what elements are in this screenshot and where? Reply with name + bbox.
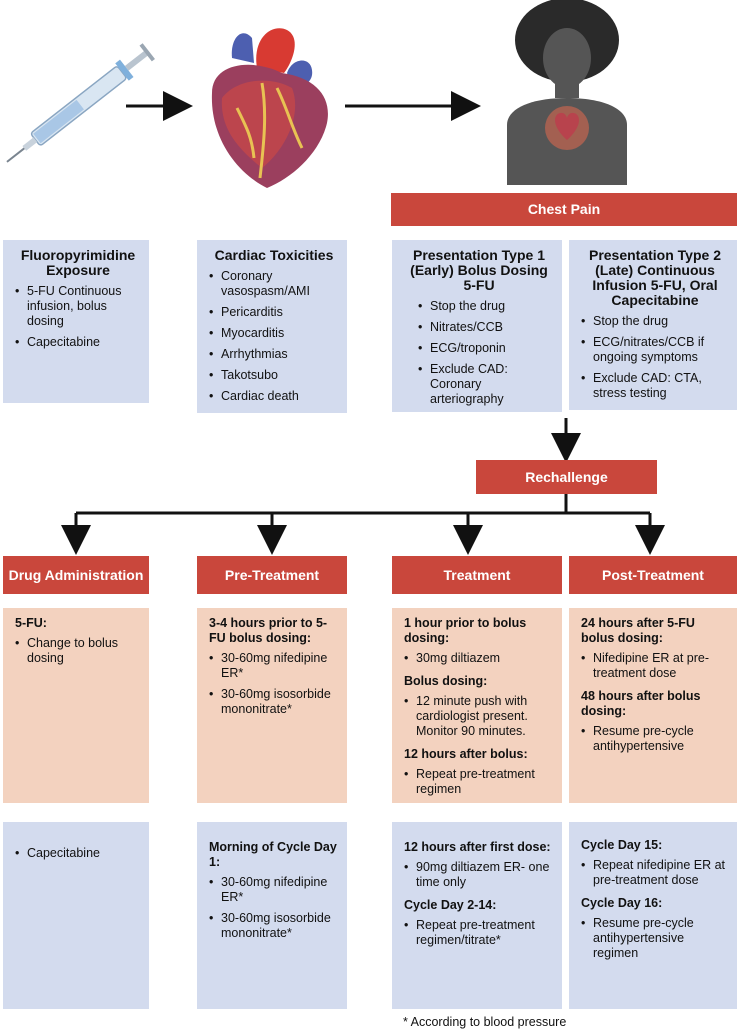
list-item: ECG/troponin	[418, 341, 554, 356]
footnote: * According to blood pressure	[403, 1015, 567, 1029]
cap-post-s1-title: Cycle Day 15:	[581, 838, 663, 852]
fu-treatment-s3-title: 12 hours after bolus:	[404, 747, 528, 761]
list-item: 30-60mg isosorbide mononitrate*	[209, 911, 339, 941]
list-item: Stop the drug	[581, 314, 729, 329]
fu-treatment-s1-title: 1 hour prior to bolus dosing:	[404, 616, 527, 645]
pre-treatment-header: Pre-Treatment	[197, 556, 347, 594]
fu-post-s1-title: 24 hours after 5-FU bolus dosing:	[581, 616, 695, 645]
exposure-box: Fluoropyrimidine Exposure 5-FU Continuou…	[3, 240, 149, 403]
fu-post-treatment-box: 24 hours after 5-FU bolus dosing: Nifedi…	[569, 608, 737, 803]
list-item: Stop the drug	[418, 299, 554, 314]
list-item: Coronary vasospasm/AMI	[209, 269, 339, 299]
list-item: 5-FU Continuous infusion, bolus dosing	[15, 284, 141, 329]
list-item: Pericarditis	[209, 305, 339, 320]
fu-treatment-s2-title: Bolus dosing:	[404, 674, 488, 688]
fu-drug-box: 5-FU: Change to bolus dosing	[3, 608, 149, 803]
list-item: ECG/nitrates/CCB if ongoing symptoms	[581, 335, 729, 365]
exposure-title: Fluoropyrimidine Exposure	[20, 247, 136, 278]
list-item: Exclude CAD: Coronary arteriography	[418, 362, 554, 407]
drug-administration-header: Drug Administration	[3, 556, 149, 594]
list-item: Capecitabine	[15, 335, 141, 350]
list-item: Nitrates/CCB	[418, 320, 554, 335]
cap-pre-title: Morning of Cycle Day 1:	[209, 840, 337, 869]
list-item: 30-60mg nifedipine ER*	[209, 875, 339, 905]
post-treatment-header: Post-Treatment	[569, 556, 737, 594]
list-item: Resume pre-cycle antihypertensive	[581, 724, 729, 754]
syringe-icon	[6, 43, 155, 163]
cap-treatment-s2-title: Cycle Day 2-14:	[404, 898, 497, 912]
heart-icon	[211, 28, 328, 188]
list-item: Repeat pre-treatment regimen	[404, 767, 554, 797]
list-item: 30mg diltiazem	[404, 651, 554, 666]
list-item: Repeat pre-treatment regimen/titrate*	[404, 918, 554, 948]
list-item: Arrhythmias	[209, 347, 339, 362]
type2-title: Presentation Type 2 (Late) Continuous In…	[588, 247, 721, 308]
patient-silhouette-icon	[507, 0, 627, 185]
list-item: Takotsubo	[209, 368, 339, 383]
list-item: Myocarditis	[209, 326, 339, 341]
cap-pre-treatment-box: Morning of Cycle Day 1: 30-60mg nifedipi…	[197, 822, 347, 1009]
list-item: 12 minute push with cardiologist present…	[404, 694, 554, 739]
presentation-type-1-box: Presentation Type 1 (Early) Bolus Dosing…	[392, 240, 562, 412]
cap-post-treatment-box: Cycle Day 15: Repeat nifedipine ER at pr…	[569, 822, 737, 1009]
list-item: 30-60mg isosorbide mononitrate*	[209, 687, 339, 717]
cap-post-s2-title: Cycle Day 16:	[581, 896, 663, 910]
fu-pre-title: 3-4 hours prior to 5-FU bolus dosing:	[209, 616, 328, 645]
presentation-type-2-box: Presentation Type 2 (Late) Continuous In…	[569, 240, 737, 410]
toxicities-title: Cardiac Toxicities	[214, 247, 334, 263]
type1-title: Presentation Type 1 (Early) Bolus Dosing…	[410, 247, 548, 293]
rechallenge-header: Rechallenge	[476, 460, 657, 494]
cap-treatment-s1-title: 12 hours after first dose:	[404, 840, 551, 854]
toxicities-box: Cardiac Toxicities Coronary vasospasm/AM…	[197, 240, 347, 413]
list-item: Exclude CAD: CTA, stress testing	[581, 371, 729, 401]
list-item: Nifedipine ER at pre-treatment dose	[581, 651, 729, 681]
chest-pain-header: Chest Pain	[391, 193, 737, 226]
list-item: Repeat nifedipine ER at pre-treatment do…	[581, 858, 729, 888]
list-item: Resume pre-cycle antihypertensive regime…	[581, 916, 729, 961]
fu-treatment-box: 1 hour prior to bolus dosing: 30mg dilti…	[392, 608, 562, 803]
list-item: Change to bolus dosing	[15, 636, 141, 666]
fu-pre-treatment-box: 3-4 hours prior to 5-FU bolus dosing: 30…	[197, 608, 347, 803]
list-item: Capecitabine	[15, 846, 141, 861]
list-item: Cardiac death	[209, 389, 339, 404]
treatment-header: Treatment	[392, 556, 562, 594]
cap-treatment-box: 12 hours after first dose: 90mg diltiaze…	[392, 822, 562, 1009]
list-item: 30-60mg nifedipine ER*	[209, 651, 339, 681]
fu-drug-title: 5-FU:	[15, 616, 47, 630]
fu-post-s2-title: 48 hours after bolus dosing:	[581, 689, 701, 718]
cap-drug-box: Capecitabine	[3, 822, 149, 1009]
list-item: 90mg diltiazem ER- one time only	[404, 860, 554, 890]
